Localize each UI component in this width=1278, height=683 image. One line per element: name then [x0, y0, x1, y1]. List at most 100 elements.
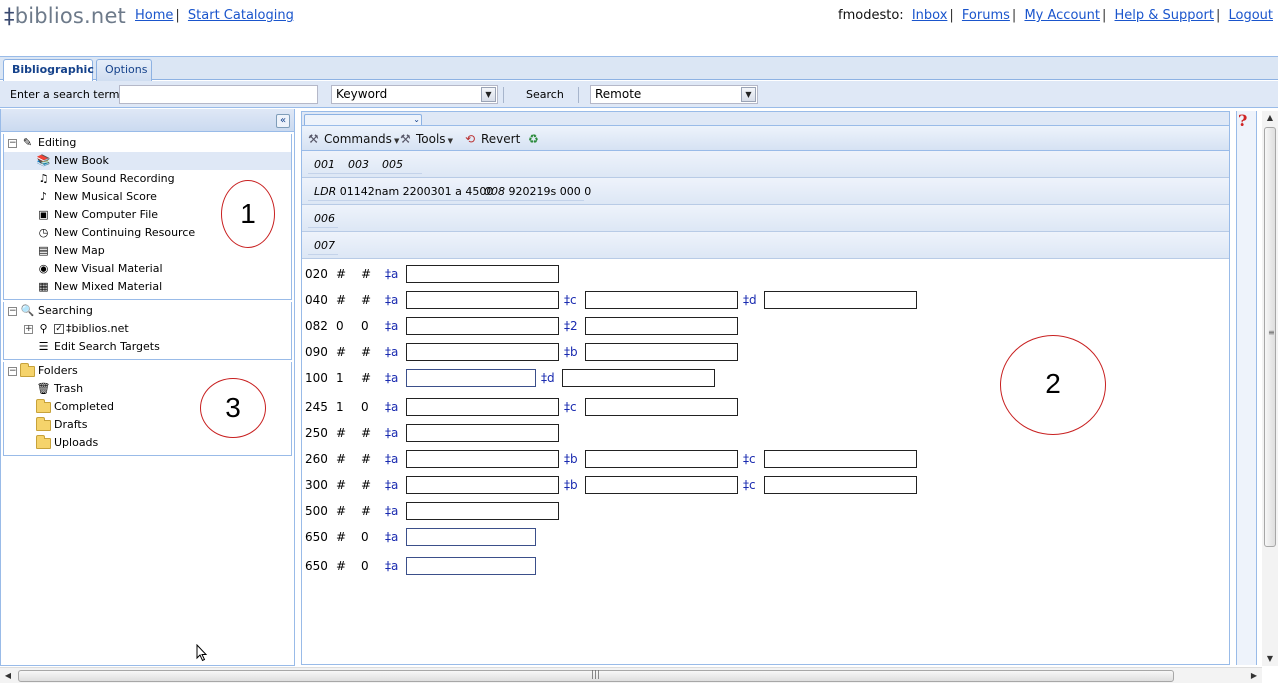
start-cataloging-link[interactable]: Start Cataloging [188, 8, 294, 23]
subfield-input[interactable] [406, 528, 536, 546]
field-006-row: 006 [302, 205, 1229, 232]
tree-node-editing[interactable]: −✎Editing [4, 134, 291, 152]
vertical-scrollbar[interactable]: ▲ ≡ ▼ [1262, 111, 1278, 666]
chevron-down-icon: ▼ [481, 87, 496, 102]
scroll-right-icon[interactable]: ▶ [1246, 668, 1262, 683]
control-tag-001[interactable]: 001 [314, 158, 335, 171]
subfield-code: ‡b [564, 478, 578, 492]
row-underline [308, 173, 422, 174]
field-006[interactable]: 006 [314, 212, 335, 225]
target-checkbox[interactable]: ✓ [54, 324, 64, 334]
visual-icon: ◉ [36, 262, 51, 276]
subfield-input[interactable] [764, 476, 917, 494]
field-008[interactable]: 008 920219s 000 0 [484, 185, 591, 198]
subfield-input[interactable] [406, 502, 559, 520]
field-007[interactable]: 007 [314, 239, 335, 252]
sidebar-item-edit-search-targets[interactable]: ☰Edit Search Targets [4, 338, 291, 356]
logout-link[interactable]: Logout [1228, 8, 1273, 23]
horizontal-scrollbar[interactable]: ◀ ||| ▶ [0, 667, 1262, 683]
row-underline [308, 227, 338, 228]
horizontal-scroll-thumb[interactable]: ||| [18, 670, 1174, 682]
help-icon[interactable]: ? [1238, 111, 1247, 130]
folder-icon [36, 420, 51, 431]
subfield-code: ‡2 [564, 319, 578, 333]
search-target-select[interactable]: Remote ▼ [590, 85, 758, 104]
sidebar-item-new-visual-material[interactable]: ◉New Visual Material [4, 260, 291, 278]
subfield-input[interactable] [406, 265, 559, 283]
toolbar-divider [503, 87, 504, 103]
control-tag-003[interactable]: 003 [348, 158, 369, 171]
subfield-code: ‡b [564, 452, 578, 466]
subfield-input[interactable] [406, 557, 536, 575]
home-link[interactable]: Home [135, 8, 173, 23]
my-account-link[interactable]: My Account [1024, 8, 1100, 23]
subfield-input[interactable] [406, 291, 559, 309]
scroll-left-icon[interactable]: ◀ [0, 668, 16, 683]
collapse-icon[interactable]: − [8, 139, 17, 148]
collapse-icon[interactable]: − [8, 367, 17, 376]
row-underline [308, 200, 584, 201]
help-support-link[interactable]: Help & Support [1115, 8, 1214, 23]
scroll-up-icon[interactable]: ▲ [1262, 111, 1278, 125]
sidebar-item-biblios-target[interactable]: +⚲✓‡biblios.net [4, 320, 291, 338]
tab-bibliographic[interactable]: Bibliographic [3, 59, 93, 82]
subfield-input[interactable] [585, 476, 738, 494]
subfield-input[interactable] [406, 343, 559, 361]
scroll-down-icon[interactable]: ▼ [1262, 652, 1278, 666]
subfield-input[interactable] [764, 450, 917, 468]
tab-options[interactable]: Options [96, 59, 152, 81]
subfield-input[interactable] [764, 291, 917, 309]
subfield-input[interactable] [406, 450, 559, 468]
folder-icon [36, 438, 51, 449]
subfield-input[interactable] [406, 424, 559, 442]
subfield-input[interactable] [406, 476, 559, 494]
subfield-code: ‡a [385, 559, 398, 573]
editor-tab-header: ⌄ [302, 112, 1229, 126]
inbox-link[interactable]: Inbox [912, 8, 948, 23]
subfield-code: ‡d [541, 371, 555, 385]
sidebar-item-new-book[interactable]: 📚New Book [4, 152, 291, 170]
subfield-code: ‡a [385, 400, 398, 414]
tools-menu-button[interactable]: ⚒Tools▼ [400, 130, 453, 148]
subfield-input[interactable] [585, 291, 738, 309]
subfield-input[interactable] [406, 398, 559, 416]
editing-icon: ✎ [20, 136, 35, 150]
subfield-input[interactable] [585, 317, 738, 335]
revert-icon: ⟲ [465, 130, 481, 148]
tree-node-folders[interactable]: −Folders [4, 362, 291, 380]
search-button[interactable]: Search [516, 86, 574, 104]
search-input[interactable] [119, 85, 318, 104]
subfield-input[interactable] [562, 369, 715, 387]
forums-link[interactable]: Forums [962, 8, 1010, 23]
field-007-row: 007 [302, 232, 1229, 259]
tree-node-searching[interactable]: −🔍Searching [4, 302, 291, 320]
sidebar-item-new-mixed-material[interactable]: ▦New Mixed Material [4, 278, 291, 296]
user-nav: fmodesto: Inbox| Forums| My Account| Hel… [838, 8, 1273, 23]
subfield-code: ‡c [743, 452, 756, 466]
chevron-down-icon[interactable]: ⌄ [413, 115, 420, 124]
search-type-select[interactable]: Keyword ▼ [331, 85, 498, 104]
editor-tab[interactable]: ⌄ [304, 114, 422, 125]
leader-field[interactable]: LDR 01142nam 2200301 a 4500 [314, 185, 493, 198]
control-tag-005[interactable]: 005 [382, 158, 403, 171]
commands-menu-button[interactable]: ⚒Commands▼ [308, 130, 399, 148]
subfield-input[interactable] [585, 343, 738, 361]
collapse-sidebar-button[interactable]: « [276, 114, 290, 128]
recycle-button[interactable]: ♻ [528, 130, 544, 148]
subfield-code: ‡a [385, 319, 398, 333]
username: fmodesto: [838, 8, 904, 23]
subfield-input[interactable] [406, 369, 536, 387]
subfield-code: ‡a [385, 371, 398, 385]
expand-icon[interactable]: + [24, 325, 33, 334]
subfield-input[interactable] [406, 317, 559, 335]
subfield-code: ‡a [385, 452, 398, 466]
revert-button[interactable]: ⟲Revert [465, 130, 520, 148]
vertical-scroll-thumb[interactable]: ≡ [1264, 127, 1276, 547]
subfield-input[interactable] [585, 398, 738, 416]
subfield-input[interactable] [585, 450, 738, 468]
collapse-icon[interactable]: − [8, 307, 17, 316]
sidebar-item-uploads[interactable]: Uploads [4, 434, 291, 452]
mouse-cursor-icon [196, 644, 208, 662]
annotation-circle-3: 3 [200, 378, 266, 438]
searching-section: −🔍Searching +⚲✓‡biblios.net ☰Edit Search… [3, 302, 292, 360]
